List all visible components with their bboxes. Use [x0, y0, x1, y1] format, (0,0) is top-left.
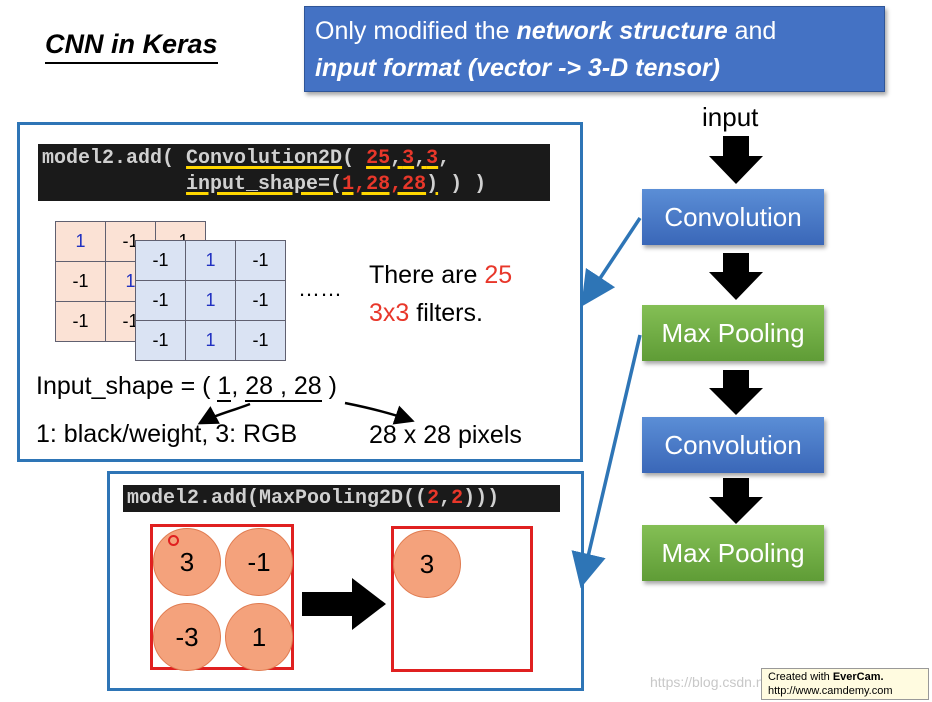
filter-count-text: There are 25 3x3 filters. [369, 261, 513, 327]
code-kernel-size: 3 [402, 147, 415, 170]
pool-input-region [150, 524, 294, 670]
channel-note: 1: black/weight, 3: RGB [36, 420, 298, 448]
flow-step-max-pooling: Max Pooling [642, 305, 824, 361]
code-input-shape: input_shape=( [186, 173, 343, 196]
banner-bold-text: input format (vector -> 3-D tensor) [315, 54, 720, 82]
cursor-dot [168, 535, 179, 546]
banner-text: and [727, 17, 777, 45]
pool-input-value: -1 [225, 528, 293, 596]
code-shape-values: 1,28,28 [342, 173, 427, 196]
pool-arrow-icon [302, 578, 386, 630]
pool-output-value: 3 [393, 530, 461, 598]
slide-title: CNN in Keras [45, 28, 218, 64]
flow-step-convolution: Convolution [642, 189, 824, 245]
flow-step-max-pooling: Max Pooling [642, 525, 824, 581]
blog-watermark: https://blog.csdn.net/... [650, 674, 791, 690]
code-filter-count: 25 [366, 147, 391, 170]
banner-text: Only modified the [315, 17, 517, 45]
input-shape-line: Input_shape = ( 1, 28 , 28 ) [36, 372, 337, 402]
ellipsis: …… [298, 276, 342, 301]
pool-input-value: 1 [225, 603, 293, 671]
pool-output-region [391, 526, 533, 672]
pool-input-value: -3 [153, 603, 221, 671]
convolution-code: model2.add( Convolution2D( 25,3,3, input… [38, 144, 550, 201]
banner-bold-text: network structure [516, 17, 728, 45]
pixels-note: 28 x 28 pixels [369, 421, 522, 449]
banner-note: Only modified the network structure and … [304, 6, 885, 92]
flow-input-label: input [702, 102, 759, 132]
code-kernel-size: 3 [426, 147, 439, 170]
flow-step-convolution: Convolution [642, 417, 824, 473]
evercam-watermark: Created with EverCam. http://www.camdemy… [761, 668, 929, 700]
code-func-name: Convolution2D [186, 147, 343, 170]
pool-input-value: 3 [153, 528, 221, 596]
max-pooling-code: model2.add(MaxPooling2D((2,2))) [123, 485, 560, 512]
